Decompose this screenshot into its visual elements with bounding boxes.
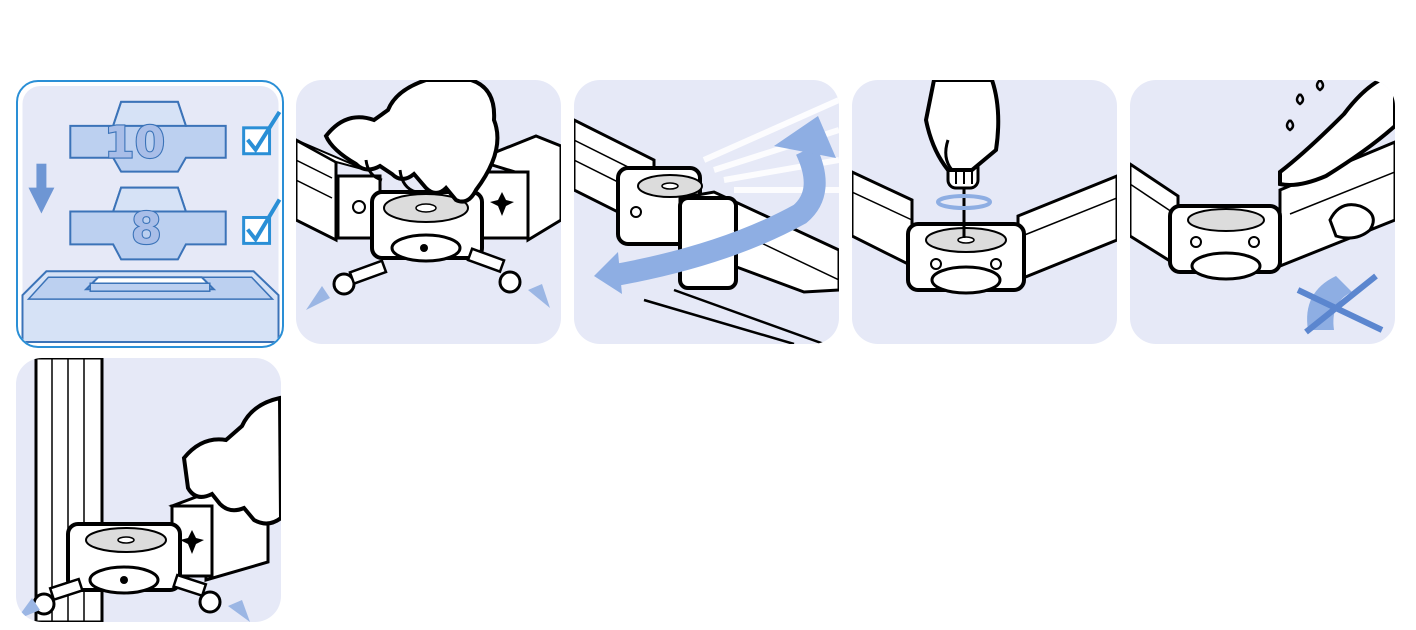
arrow-icon [306, 286, 330, 310]
size-label-10: 10 [104, 118, 165, 169]
aluminium-profile-right [471, 134, 561, 243]
hand-icon [923, 80, 1001, 172]
size-label-8: 8 [131, 203, 162, 254]
arrow-icon [528, 284, 550, 308]
corner-connector [370, 190, 484, 263]
panel-no-hammer [1130, 80, 1395, 344]
profile-slot [21, 270, 280, 344]
no-hammer-illustration [1130, 80, 1395, 335]
bolt-icon [332, 259, 388, 296]
corner-connector [66, 522, 182, 595]
insert-bolts-illustration [296, 80, 561, 310]
arrow-icon [228, 600, 250, 622]
checkbox-icon [242, 110, 282, 156]
aluminium-profile-vertical [34, 358, 104, 622]
panel-mount-vertical [16, 358, 281, 622]
checkbox-icon [242, 198, 282, 245]
prohibited-icon [1296, 273, 1384, 335]
connector-size-8: 8 [69, 186, 227, 261]
panel-insert-bolts [296, 80, 561, 344]
hand-icon [323, 80, 500, 204]
rotate-profile-illustration [574, 97, 839, 344]
bolt-icon [466, 247, 522, 294]
panel-select-size: 10 8 [16, 80, 284, 348]
aluminium-profile-left [852, 170, 914, 269]
mount-vertical-illustration [16, 358, 281, 622]
corner-connector [1168, 204, 1282, 281]
aluminium-profile-right [1016, 174, 1117, 283]
arrow-icon [16, 598, 40, 620]
corner-connector [906, 222, 1026, 295]
hand-icon [181, 395, 281, 526]
hand-icon [1278, 80, 1395, 240]
rotate-arrow-icon [936, 194, 992, 210]
sweat-drops-icon [1285, 80, 1325, 132]
down-arrow-icon [28, 163, 55, 214]
panel-tighten-screw [852, 80, 1117, 344]
connector-size-10: 10 [69, 100, 227, 173]
panel-rotate-profile [574, 80, 839, 344]
rotate-arrow-icon [594, 116, 836, 294]
tighten-screw-illustration [852, 80, 1117, 295]
size-selection-illustration: 10 8 [21, 85, 282, 344]
bolt-icon [172, 573, 222, 614]
